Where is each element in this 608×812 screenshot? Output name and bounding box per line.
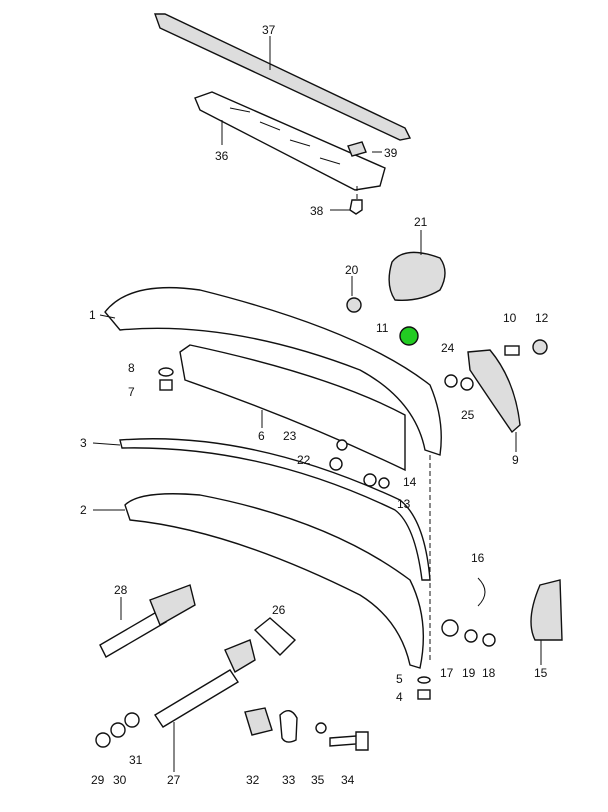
part-13-nut: [363, 473, 377, 487]
callout-37: 37: [262, 23, 276, 37]
callout-5: 5: [396, 672, 403, 686]
part-36-undertray: [194, 91, 386, 191]
callout-33: 33: [282, 773, 296, 787]
part-17-grommet: [441, 619, 459, 637]
part-39-clip: [347, 141, 367, 157]
part-2-lower-bumper: [124, 493, 424, 669]
callout-12: 12: [535, 311, 549, 325]
part-14-washer: [378, 477, 390, 489]
callout-29: 29: [91, 773, 105, 787]
callout-17: 17: [440, 666, 454, 680]
part-6-bumper-guard: [179, 344, 406, 472]
part-36-slots: [229, 107, 341, 165]
callout-13: 13: [397, 497, 411, 511]
part-38-screw: [349, 199, 363, 215]
callout-15: 15: [534, 666, 548, 680]
part-23-washer: [336, 439, 348, 451]
callout-25: 25: [461, 408, 475, 422]
part-25-washer: [460, 377, 474, 391]
callout-21: 21: [414, 215, 428, 229]
callout-4: 4: [396, 690, 403, 704]
part-1-bumper-shell: [104, 286, 442, 456]
part-37-rail: [154, 13, 412, 141]
part-33-bracket: [279, 710, 298, 743]
part-32-mount: [244, 707, 273, 736]
callout-23: 23: [283, 429, 297, 443]
callout-1: 1: [89, 308, 96, 322]
callout-19: 19: [462, 666, 476, 680]
part-4-nut: [417, 689, 431, 700]
leader-lines: [92, 36, 542, 772]
callout-24: 24: [441, 341, 455, 355]
part-16-clip-wire: [477, 577, 486, 607]
callout-28: 28: [114, 583, 128, 597]
part-9-side-trim: [467, 349, 521, 434]
callout-36: 36: [215, 149, 229, 163]
callout-2: 2: [80, 503, 87, 517]
part-8-washer: [158, 367, 174, 377]
callout-3: 3: [80, 436, 87, 450]
part-29-nut: [95, 732, 111, 748]
callout-16: 16: [471, 551, 485, 565]
callout-18: 18: [482, 666, 496, 680]
callout-34: 34: [341, 773, 355, 787]
part-11-spring-highlighted: [399, 326, 419, 346]
callout-32: 32: [246, 773, 260, 787]
part-27-shock-absorber: [154, 669, 239, 728]
callout-6: 6: [258, 429, 265, 443]
part-19-washer: [464, 629, 478, 643]
part-5-washer: [417, 676, 431, 684]
callout-9: 9: [512, 453, 519, 467]
callout-27: 27: [167, 773, 181, 787]
callout-7: 7: [128, 385, 135, 399]
callout-10: 10: [503, 311, 517, 325]
part-15-grille-set: [530, 579, 563, 641]
part-30-washer: [110, 722, 126, 738]
part-18-nut: [482, 633, 496, 647]
part-34-bolt: [329, 731, 369, 751]
callout-labels: 37 36 39 38 21 20 11 10 12 1 24 8 7 25 6…: [80, 23, 549, 787]
callout-26: 26: [272, 603, 286, 617]
callout-31: 31: [129, 753, 143, 767]
callout-20: 20: [345, 263, 359, 277]
part-22-nut: [329, 457, 343, 471]
callout-8: 8: [128, 361, 135, 375]
part-21-cover: [388, 251, 446, 301]
part-35-washer: [315, 722, 327, 734]
part-31-washer: [124, 712, 140, 728]
part-7-nut: [159, 379, 173, 391]
callout-22: 22: [297, 453, 311, 467]
callout-38: 38: [310, 204, 324, 218]
part-24-nut: [444, 374, 458, 388]
part-26-plate: [253, 617, 297, 656]
part-12-bushing: [532, 339, 548, 355]
part-20-nut: [346, 297, 362, 313]
callout-11: 11: [376, 321, 389, 335]
callout-14: 14: [403, 475, 417, 489]
callout-39: 39: [384, 146, 398, 160]
part-10-bolt: [504, 345, 520, 356]
callout-35: 35: [311, 773, 325, 787]
callout-30: 30: [113, 773, 127, 787]
